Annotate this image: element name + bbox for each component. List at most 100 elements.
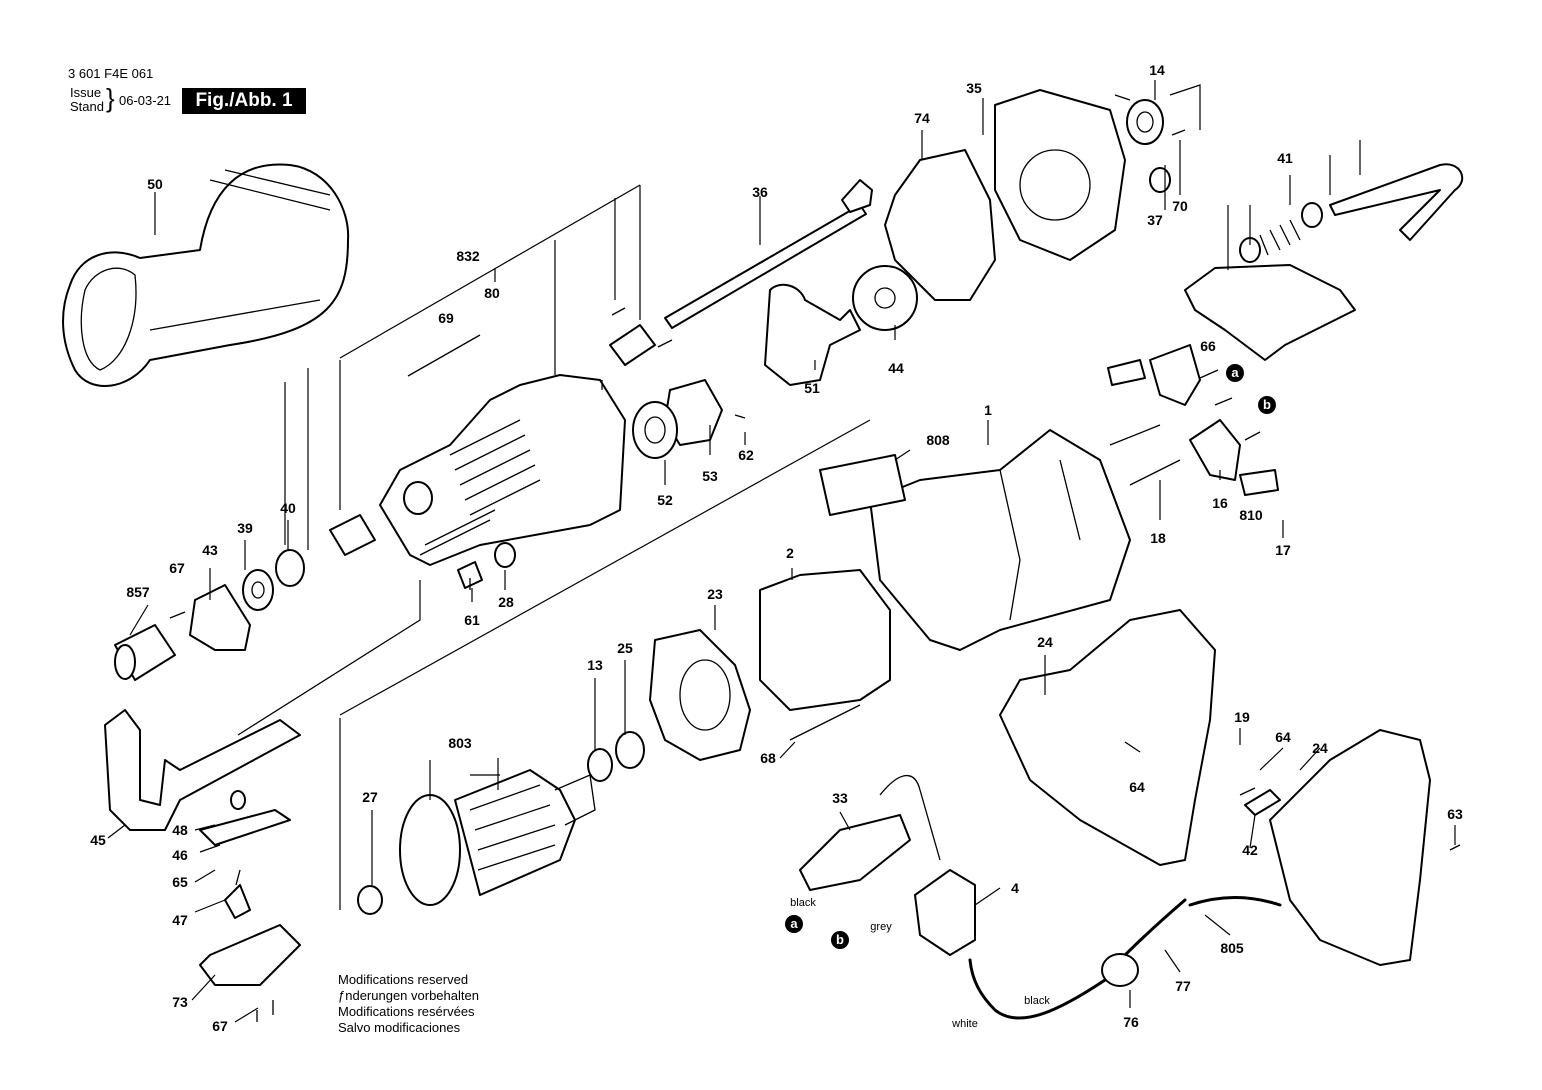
modifications-line: ƒnderungen vorbehalten [338, 988, 479, 1003]
part-label: 808 [926, 432, 950, 448]
plate-46-drawing [199, 809, 291, 846]
part-label: 48 [172, 822, 188, 838]
cable-clamp-drawing [1244, 789, 1281, 816]
switch-module-drawing [799, 814, 911, 891]
part-label: 832 [456, 248, 480, 264]
part-label: 14 [1149, 62, 1165, 78]
plate-drawing [884, 149, 996, 301]
armature-drawing [399, 769, 596, 906]
modifications-line: Modifications reserved [338, 972, 469, 987]
bearing-13-drawing [587, 748, 613, 782]
part-label: 2 [786, 545, 794, 561]
leader-lines [107, 80, 1456, 1023]
part-label: 77 [1175, 978, 1191, 994]
modifications-line: Salvo modificaciones [338, 1020, 461, 1035]
wire-label: black [790, 897, 816, 909]
modifications-line: Modifications resérvées [338, 1004, 475, 1019]
part-label: 24 [1037, 634, 1053, 650]
part-label: 64 [1129, 779, 1145, 795]
part-label: 65 [172, 874, 188, 890]
part-label: 52 [657, 492, 673, 508]
part-label: 24 [1312, 740, 1328, 756]
washer-drawing [242, 569, 274, 611]
connector-marker-a: a [785, 915, 803, 933]
clamp-drawing [189, 584, 251, 651]
part-label: 23 [707, 586, 723, 602]
part-label: 45 [90, 832, 106, 848]
part-label: 66 [1200, 338, 1216, 354]
lever-cover-drawing [1184, 264, 1356, 361]
part-label: 41 [1277, 150, 1293, 166]
issue-label: Issue Stand [70, 86, 104, 114]
part-label: 33 [832, 790, 848, 806]
part-label: 18 [1150, 530, 1166, 546]
field-drawing [759, 569, 891, 711]
gear-housing-drawing [379, 374, 626, 566]
type-plate-drawing [819, 454, 906, 516]
part-label: 810 [1239, 507, 1263, 523]
ball-bearing-drawing [1126, 99, 1164, 145]
part-label: 1 [984, 402, 992, 418]
screws [169, 94, 1461, 1022]
power-cord-drawing [968, 896, 1282, 1020]
part-label: 68 [760, 750, 776, 766]
connector-marker-a: a [1226, 364, 1244, 382]
part-label: 47 [172, 912, 188, 928]
issue-label-line1: Issue [70, 85, 102, 100]
part-label: 40 [280, 500, 296, 516]
part-label: 36 [752, 184, 768, 200]
part-label: 803 [448, 735, 472, 751]
connector-marker-b: b [831, 931, 849, 949]
wire-label: white [952, 1018, 978, 1030]
part-label: 69 [438, 310, 454, 326]
part-label: 42 [1242, 842, 1258, 858]
lever-47-drawing [224, 884, 251, 919]
part-number: 3 601 F4E 061 [68, 66, 154, 81]
part-label: 13 [587, 657, 603, 673]
switch-drawing [914, 869, 976, 956]
part-label: 67 [169, 560, 185, 576]
connector-marker-b: b [1258, 396, 1276, 414]
part-label: 805 [1220, 940, 1244, 956]
part-label: 73 [172, 994, 188, 1010]
bearing-27-drawing [357, 885, 383, 915]
part-label: 80 [484, 285, 500, 301]
wire-label: grey [870, 921, 892, 933]
bearing-housing-drawing [994, 89, 1126, 261]
part-label: 16 [1212, 495, 1228, 511]
part-label: 857 [126, 584, 150, 600]
part-label: 50 [147, 176, 163, 192]
part-label: 67 [212, 1018, 228, 1034]
motor-housing-drawing [869, 429, 1131, 651]
brush-holder-drawing [1189, 419, 1241, 481]
handle-half-left-drawing [999, 609, 1216, 866]
part-label: 46 [172, 847, 188, 863]
part-label: 74 [914, 110, 930, 126]
part-label: 43 [202, 542, 218, 558]
part-label: 39 [237, 520, 253, 536]
figure-label: Fig./Abb. 1 [182, 88, 306, 114]
part-label: 63 [1447, 806, 1463, 822]
fan-baffle-drawing [649, 629, 751, 761]
blade-guide-drawing [104, 709, 301, 831]
part-label: 19 [1234, 709, 1250, 725]
handle-half-right-drawing [1269, 729, 1431, 966]
part-label: 25 [617, 640, 633, 656]
issue-date: 06-03-21 [119, 93, 172, 108]
part-label: 44 [888, 360, 904, 376]
part-label: 51 [804, 380, 820, 396]
bearing-25-drawing [615, 731, 645, 769]
shoe-cover-drawing [62, 163, 350, 387]
lever-assembly-drawing [1239, 163, 1464, 263]
clamping-sleeve-drawing [114, 624, 176, 681]
part-label: 37 [1147, 212, 1163, 228]
part-label: 61 [464, 612, 480, 628]
issue-label-line2: Stand [70, 99, 104, 114]
gear-drawing [852, 265, 918, 331]
wire-label: black [1024, 995, 1050, 1007]
part-label: 70 [1172, 198, 1188, 214]
part-label: 27 [362, 789, 378, 805]
retaining-ring-drawing [275, 549, 305, 587]
part-label: 76 [1123, 1014, 1139, 1030]
